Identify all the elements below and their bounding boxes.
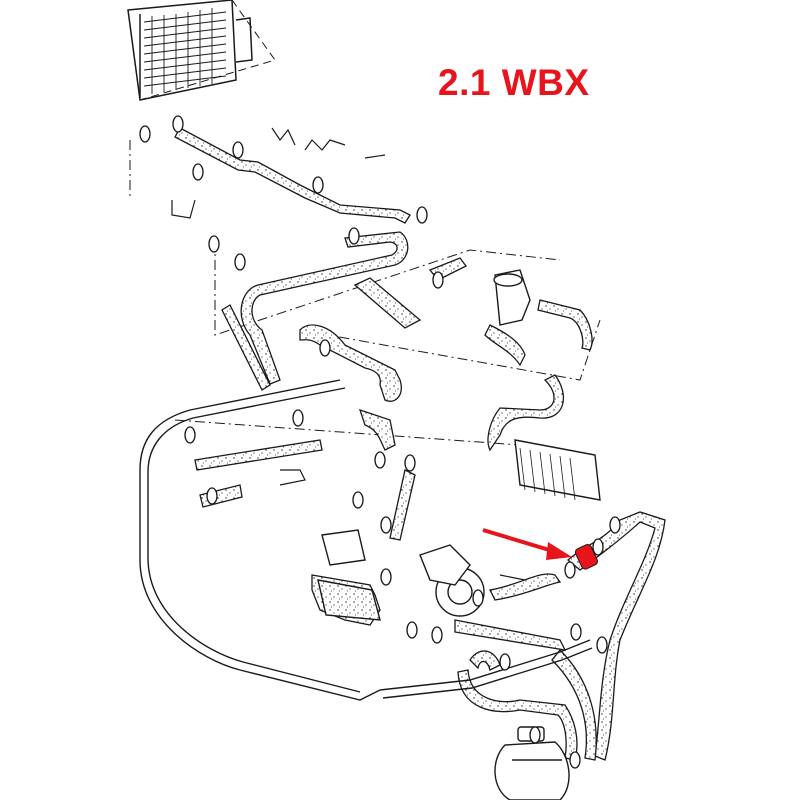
radiator bbox=[127, 0, 276, 101]
brackets bbox=[171, 127, 526, 581]
diagram-title: 2.1 WBX bbox=[438, 62, 590, 103]
long-heater-hose bbox=[139, 379, 593, 701]
highlighted-hose-section bbox=[574, 544, 598, 570]
pointer-arrow bbox=[482, 528, 572, 560]
heater-core bbox=[493, 269, 601, 501]
hose-clamps bbox=[139, 115, 621, 769]
guide-lines bbox=[129, 140, 601, 446]
water-pump bbox=[317, 529, 485, 621]
